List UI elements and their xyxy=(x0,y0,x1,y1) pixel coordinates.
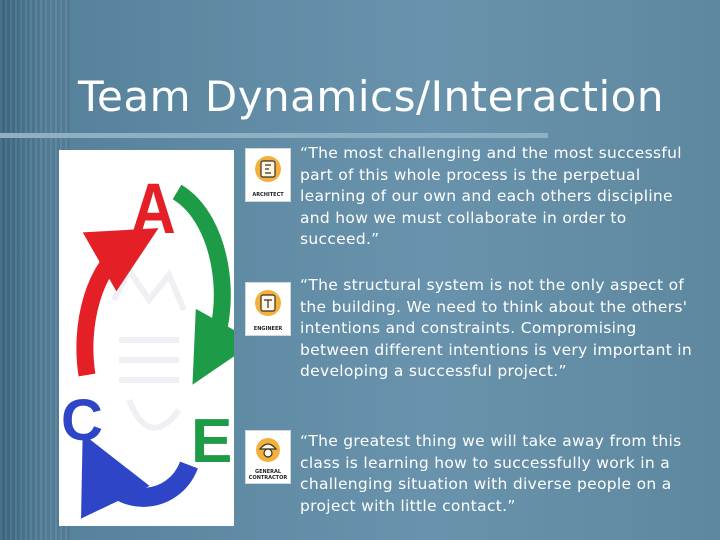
general-contractor-quote: “The greatest thing we will take away fr… xyxy=(300,432,682,515)
contractor-face-icon xyxy=(256,438,280,462)
general-contractor-icon: GENERAL CONTRACTOR xyxy=(245,430,291,484)
background-stripes xyxy=(0,0,70,540)
architect-icon: ARCHITECT xyxy=(245,148,291,202)
faint-background-sketch xyxy=(111,264,187,431)
blue-cycle-arrow xyxy=(81,433,198,519)
engineer-label: ENGINEER xyxy=(253,325,283,332)
green-cycle-arrow xyxy=(172,184,234,385)
architect-quote: “The most challenging and the most succe… xyxy=(300,144,682,248)
letter-e: E xyxy=(191,407,232,476)
red-cycle-arrow xyxy=(76,228,159,377)
ace-cycle-diagram: A E C xyxy=(59,150,234,526)
engineer-icon: ENGINEER xyxy=(245,282,291,336)
title-divider xyxy=(0,133,548,138)
engineer-quote: “The structural system is not the only a… xyxy=(300,276,693,380)
letter-c: C xyxy=(61,388,103,453)
slide-title: Team Dynamics/Interaction xyxy=(78,72,664,121)
architect-label: ARCHITECT xyxy=(252,191,284,198)
architect-face-icon xyxy=(255,156,281,182)
letter-a: A xyxy=(131,170,176,249)
general-contractor-label: GENERAL CONTRACTOR xyxy=(248,469,288,481)
engineer-face-icon xyxy=(255,290,281,316)
